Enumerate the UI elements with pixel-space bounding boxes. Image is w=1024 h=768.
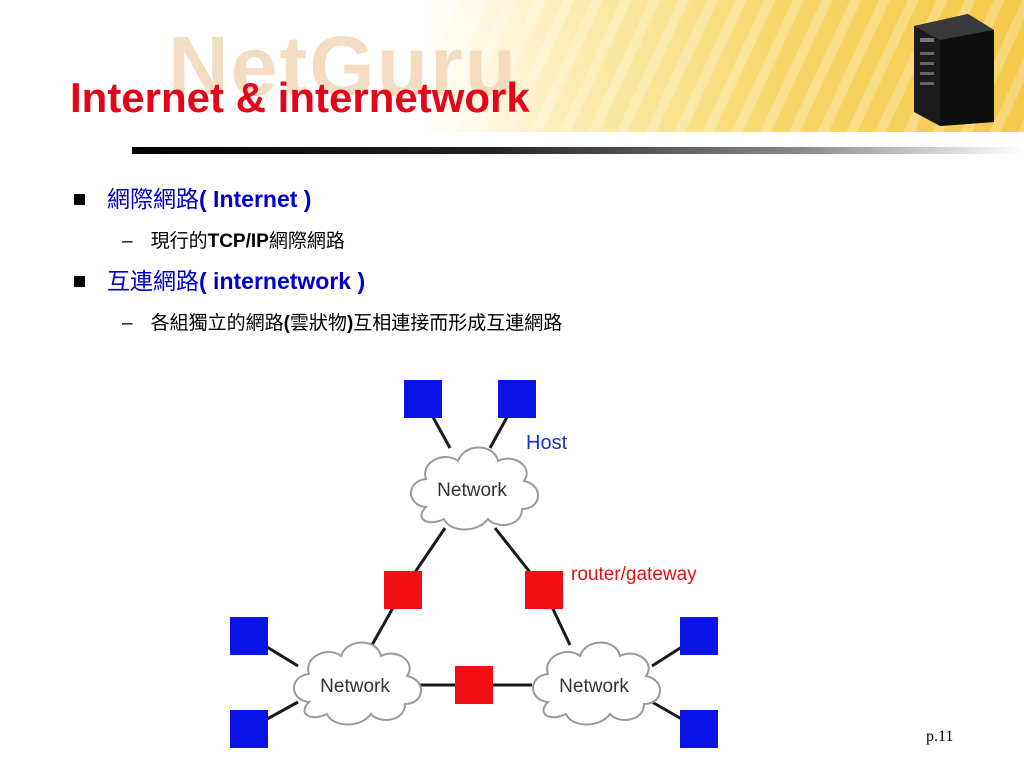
network-label: Network: [559, 676, 629, 697]
sub-text-protocol: TCP/IP: [207, 231, 269, 252]
network-cloud-right: Network: [532, 641, 662, 726]
router-gateway-label: router/gateway: [571, 564, 697, 585]
dash-bullet-icon: –: [122, 231, 133, 252]
page-number: p.11: [926, 728, 954, 745]
square-bullet-icon: [74, 194, 85, 205]
host-label: Host: [526, 432, 568, 454]
sub-text-paren-open: (: [283, 313, 290, 334]
title-divider: [132, 147, 1024, 154]
host-node: [498, 380, 536, 418]
bullet-internet: 網際網路 ( Internet ): [74, 180, 311, 214]
sub-text-mid: 雲狀物: [289, 312, 347, 334]
host-node: [680, 617, 718, 655]
bullet-latin-text: ( internetwork ): [199, 268, 366, 294]
sub-text-post: 網際網路: [268, 230, 345, 252]
host-nodes: [230, 380, 718, 748]
host-node: [230, 710, 268, 748]
network-cloud-top: Network: [410, 446, 540, 531]
sub-text-post: 互相連接而形成互連網路: [353, 312, 563, 334]
logo-watermark: NetGuru: [168, 19, 518, 113]
sub-bullet-internetwork: – 各組獨立的網路 ( 雲狀物 ) 互相連接而形成互連網路: [122, 308, 562, 335]
dash-bullet-icon: –: [122, 313, 133, 334]
bullet-cjk-text: 互連網路: [107, 269, 199, 295]
sub-bullet-internet: – 現行的 TCP/IP 網際網路: [122, 226, 345, 253]
router-node: [525, 571, 563, 609]
square-bullet-icon: [74, 276, 85, 287]
sub-text-pre: 各組獨立的網路: [150, 312, 284, 334]
host-node: [404, 380, 442, 418]
server-icon: [914, 14, 994, 126]
router-nodes: [384, 571, 563, 704]
host-node: [230, 617, 268, 655]
bullet-cjk-text: 網際網路: [107, 187, 199, 213]
network-label: Network: [320, 676, 390, 697]
page-title: Internet & internetwork: [70, 74, 530, 121]
bullet-latin-text: ( Internet ): [199, 186, 312, 212]
network-cloud-left: Network: [293, 641, 423, 726]
host-node: [680, 710, 718, 748]
sub-text-pre: 現行的: [150, 230, 208, 252]
network-label: Network: [437, 480, 507, 501]
sub-text-paren-close: ): [346, 313, 354, 334]
bullet-internetwork: 互連網路 ( internetwork ): [74, 262, 365, 296]
router-node: [455, 666, 493, 704]
router-node: [384, 571, 422, 609]
